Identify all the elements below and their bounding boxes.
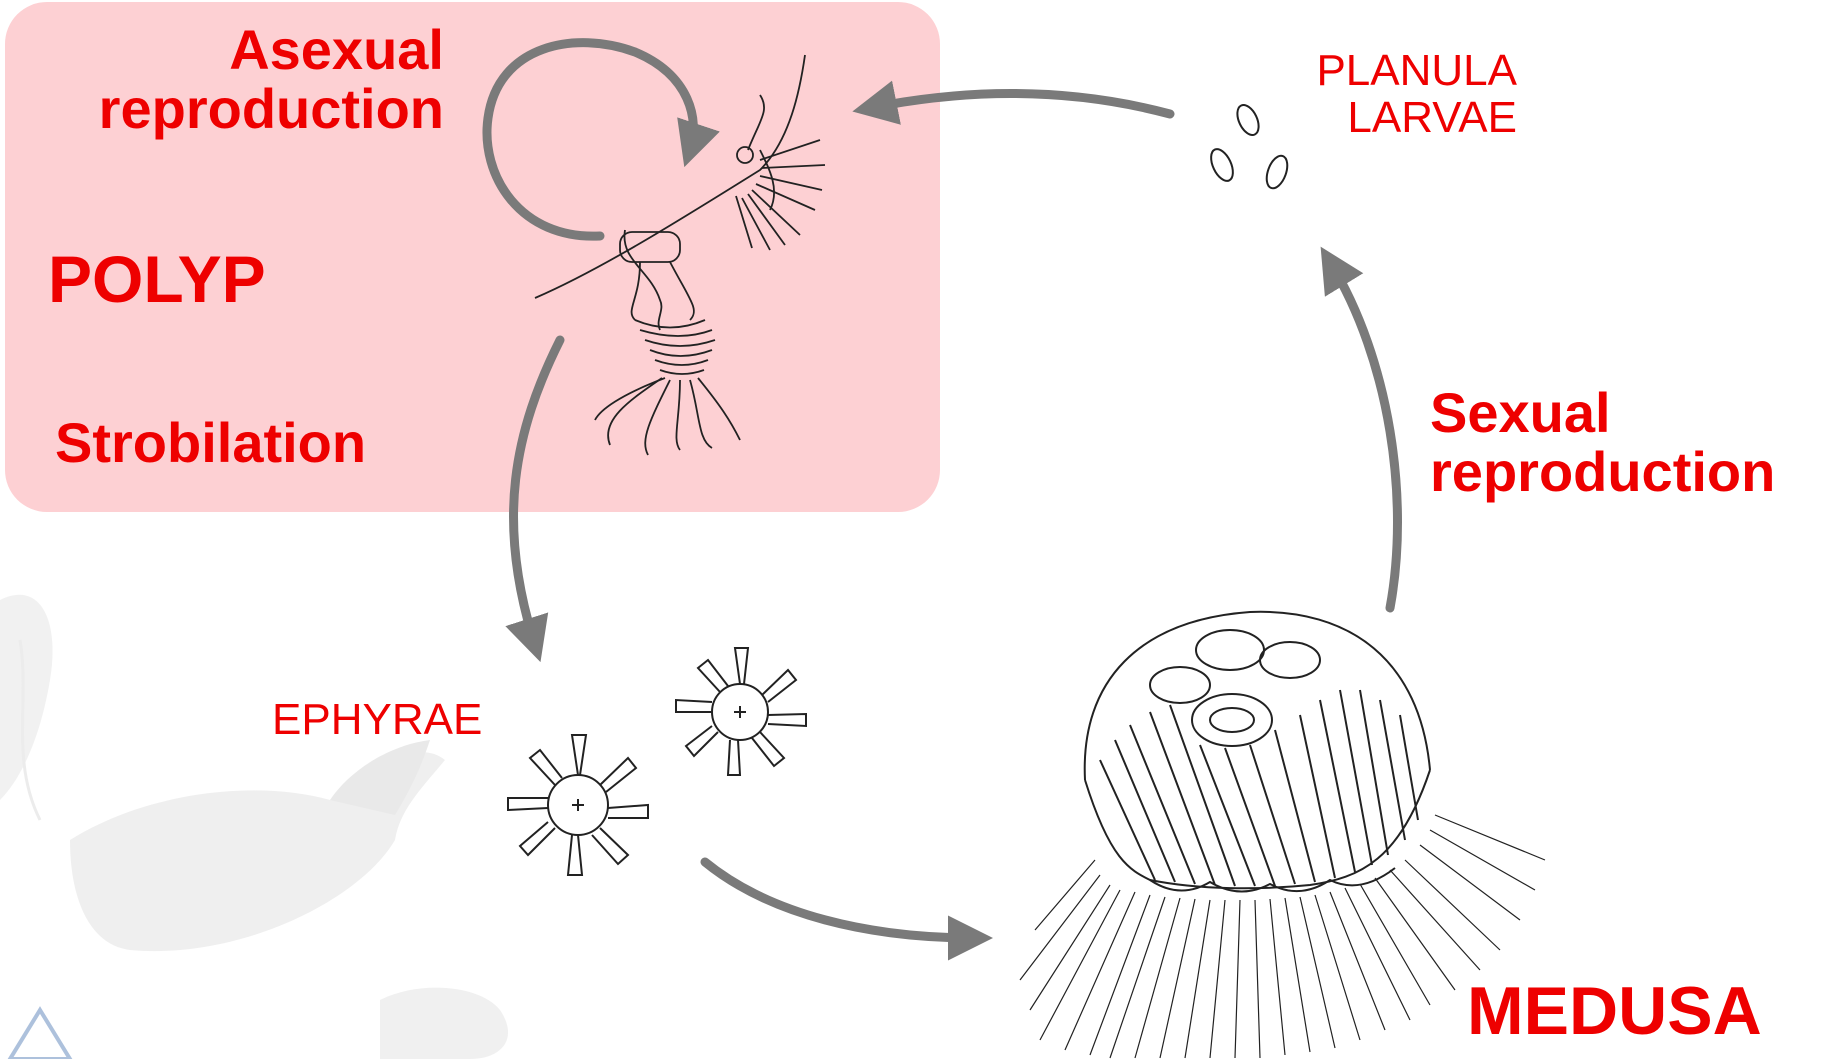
strobilation-label: Strobilation: [55, 413, 366, 472]
asexual-reproduction-label: Asexual reproduction: [40, 20, 444, 139]
sexual-reproduction-label: Sexual reproduction: [1430, 383, 1775, 502]
ephyra-drawing-right: [676, 648, 806, 775]
planula-label-line1: PLANULA: [1230, 48, 1517, 95]
ephyra-drawing-left: [508, 735, 648, 875]
ephyrae-to-medusa-arrow: [705, 862, 975, 938]
sexual-label-line2: reproduction: [1430, 442, 1775, 501]
planula-larvae-label: PLANULA LARVAE: [1230, 48, 1517, 141]
medusa-to-planula-arrow: [1330, 262, 1398, 608]
polyp-label: POLYP: [48, 245, 266, 315]
ephyrae-label: EPHYRAE: [272, 697, 482, 744]
asexual-label-line2: reproduction: [40, 79, 444, 138]
medusa-label: MEDUSA: [1467, 975, 1762, 1047]
planula-label-line2: LARVAE: [1230, 95, 1517, 142]
sexual-label-line1: Sexual: [1430, 383, 1775, 442]
watermark-background: [0, 595, 508, 1059]
asexual-label-line1: Asexual: [40, 20, 444, 79]
